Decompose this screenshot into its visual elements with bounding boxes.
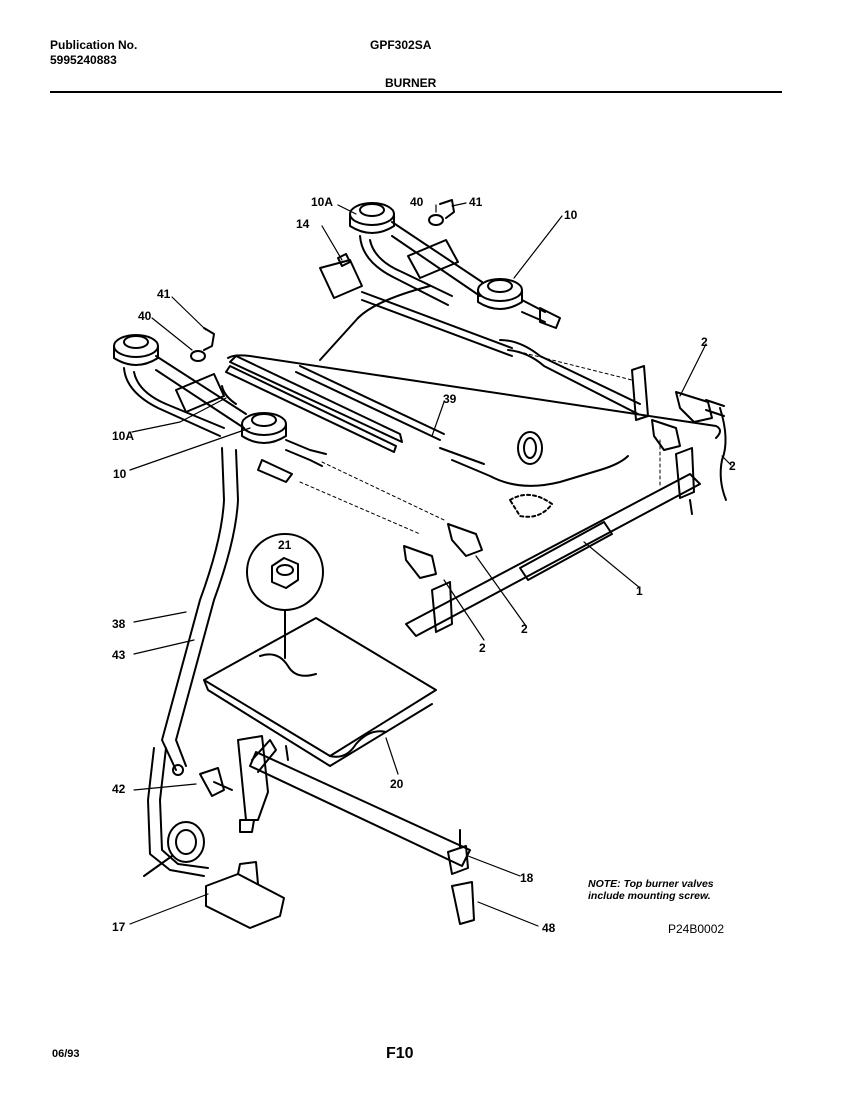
callout-40-top: 40 — [410, 195, 424, 209]
supply-tubes — [147, 447, 239, 877]
oven-burner — [237, 735, 471, 875]
callout-2-c: 2 — [521, 622, 528, 636]
thermocouple-lead — [439, 431, 629, 518]
callout-2-b: 2 — [729, 459, 736, 473]
mounting-note: NOTE: Top burner valves include mounting… — [588, 878, 714, 902]
callout-18: 18 — [520, 871, 534, 885]
manifold-pipe — [405, 447, 701, 637]
section-title: BURNER — [385, 76, 437, 90]
callout-2-a: 2 — [701, 335, 708, 349]
callout-39: 39 — [443, 392, 457, 406]
footer-page: F10 — [386, 1045, 414, 1062]
callout-10-left: 10 — [113, 467, 127, 481]
alignment-lines — [299, 349, 661, 535]
back-burner-assembly — [319, 199, 641, 415]
figure-code: P24B0002 — [668, 922, 725, 936]
callout-14: 14 — [296, 217, 310, 231]
regulator — [143, 821, 285, 929]
publication-label: Publication No. — [50, 38, 138, 52]
publication-number: 5995240883 — [50, 53, 117, 67]
header-rule — [50, 91, 782, 93]
bracket — [451, 881, 475, 925]
callout-1: 1 — [636, 584, 643, 598]
mounting-note-line1: NOTE: Top burner valves — [588, 878, 714, 890]
callout-40-left: 40 — [138, 309, 152, 323]
callout-10a-top: 10A — [311, 195, 333, 209]
nut-inset — [246, 533, 324, 659]
callout-42: 42 — [112, 782, 126, 796]
callout-38: 38 — [112, 617, 126, 631]
mounting-note-line2: include mounting screw. — [588, 890, 711, 902]
footer-date: 06/93 — [52, 1048, 80, 1060]
callout-17: 17 — [112, 920, 126, 934]
callout-10a-left: 10A — [112, 429, 134, 443]
leader-lines — [129, 202, 732, 927]
callout-10-top: 10 — [564, 208, 578, 222]
callout-20: 20 — [390, 777, 404, 791]
callout-41-left: 41 — [157, 287, 171, 301]
callout-2-d: 2 — [479, 641, 486, 655]
valves — [403, 365, 727, 579]
callout-21: 21 — [278, 538, 292, 552]
igniter — [172, 764, 233, 797]
front-burner-assembly — [113, 285, 721, 483]
burner-baffle — [203, 617, 437, 767]
callout-43: 43 — [112, 648, 126, 662]
model-number: GPF302SA — [370, 38, 432, 52]
callout-41-top: 41 — [469, 195, 483, 209]
callout-48: 48 — [542, 921, 556, 935]
